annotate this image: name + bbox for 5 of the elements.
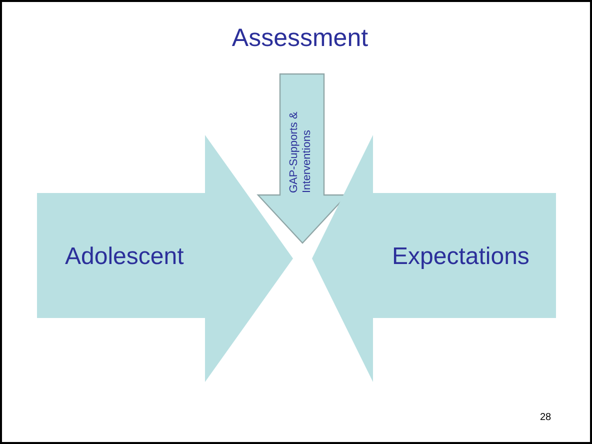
arrow-label: Adolescent <box>65 243 185 271</box>
heading: Assessment <box>230 24 370 53</box>
arrow-label: Expectations <box>392 243 530 271</box>
arrow-label: GAP-Supports & Interventions <box>288 110 314 193</box>
page-number: 28 <box>540 412 552 423</box>
